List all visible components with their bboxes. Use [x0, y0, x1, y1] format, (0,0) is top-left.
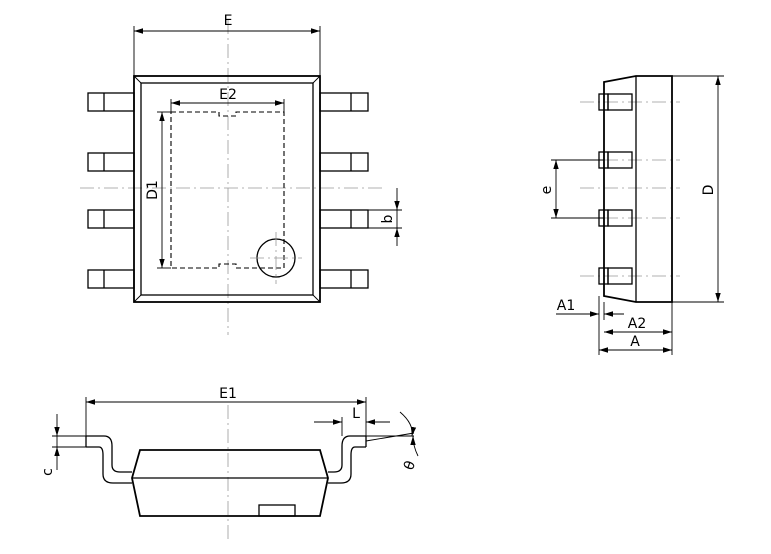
top-view: E E2 D1 b [80, 13, 402, 335]
label-E: E [224, 13, 233, 29]
label-A: A [630, 334, 640, 350]
label-D: D [701, 185, 717, 196]
label-E1: E1 [219, 386, 237, 402]
package-body-inner [140, 82, 314, 296]
exposed-pad-side [258, 504, 296, 517]
label-theta: θ [401, 459, 419, 473]
exposed-pad-outline [170, 111, 285, 269]
label-E2: E2 [219, 87, 237, 103]
left-gullwing-lead [86, 435, 132, 473]
front-view: E1 L c θ [40, 386, 419, 540]
side-view: e D A1 A2 A [539, 75, 724, 355]
dimension-theta [399, 411, 417, 437]
label-A2: A2 [628, 316, 646, 332]
package-body-outer [133, 75, 321, 303]
label-L: L [352, 406, 360, 422]
label-c: c [40, 468, 56, 476]
label-A1: A1 [557, 298, 575, 314]
left-leads [87, 92, 135, 289]
right-leads [319, 92, 369, 289]
label-b: b [380, 214, 396, 223]
label-D1: D1 [145, 180, 161, 200]
front-view-body [131, 449, 329, 517]
right-gullwing-lead [328, 435, 366, 473]
label-e: e [539, 186, 555, 195]
